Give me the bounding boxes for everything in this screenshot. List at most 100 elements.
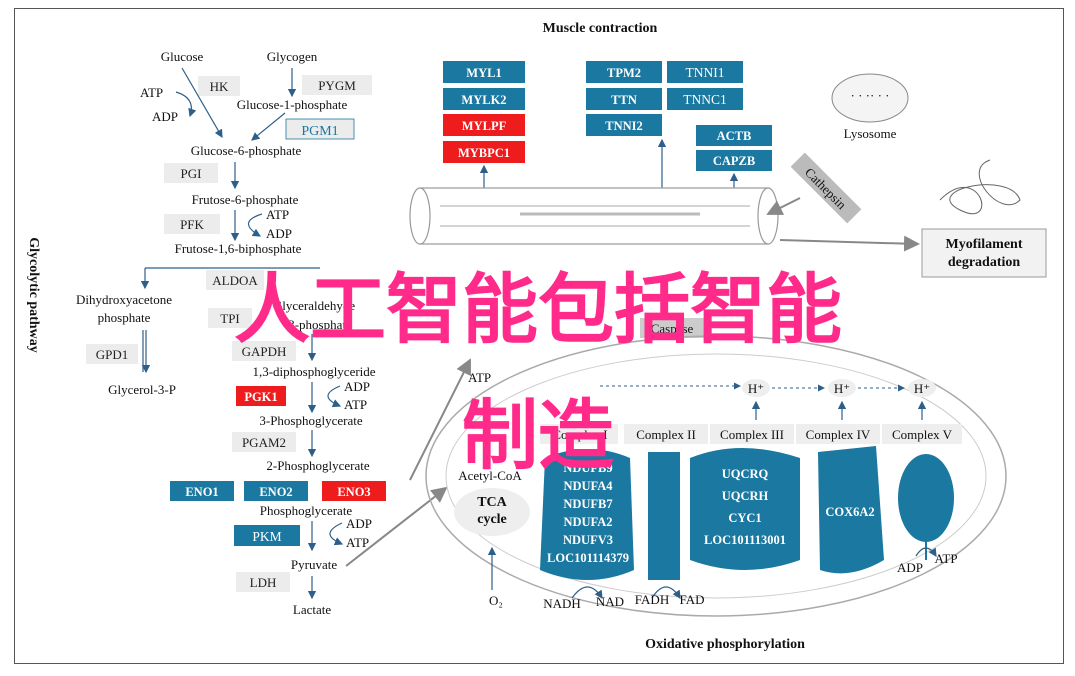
glycerol3p-label: Glycerol-3-P <box>108 382 176 397</box>
f6p-label: Frutose-6-phosphate <box>192 192 299 207</box>
eno3-box <box>322 481 386 501</box>
hplus-label-3: H⁺ <box>914 381 930 396</box>
mylk2-box <box>443 88 525 110</box>
c4-gene-1: COX6A2 <box>825 505 874 519</box>
bpg-label: 1,3-diphosphoglyceride <box>252 364 375 379</box>
oxphos-title: Oxidative phosphorylation <box>645 637 805 652</box>
pg3-label: 3-Phosphoglycerate <box>259 413 362 428</box>
mybpc1-label: MYBPC1 <box>458 146 510 160</box>
g3p-label-2: 3-phosphate <box>288 317 352 332</box>
tca-label-1: TCA <box>477 495 507 510</box>
tnni2-box <box>586 114 662 136</box>
tpi-box <box>208 308 252 328</box>
oxphos-section: ATP Acetyl-CoA TCA cycle O₂ H⁺ H⁺ H⁺ Com… <box>409 335 1007 617</box>
cathepsin-label: Cathepsin <box>802 165 850 213</box>
muscle-title: Muscle contraction <box>543 21 658 36</box>
myofilament-box <box>921 228 1047 278</box>
g6p-label: Glucose-6-phosphate <box>191 143 302 158</box>
tca-cycle-shape <box>454 488 530 536</box>
c1-gene-6: LOC101114379 <box>547 551 629 565</box>
complex2-blob <box>648 452 680 580</box>
pgi-box <box>164 163 218 183</box>
degradation-scribble-icon <box>939 159 1021 215</box>
c1-gene-4: NDUFA2 <box>563 515 612 529</box>
c3-gene-1: UQCRQ <box>722 467 769 481</box>
actb-label: ACTB <box>717 129 752 143</box>
myofilament-label-1: Myofilament <box>946 237 1023 252</box>
eno2-box <box>244 481 308 501</box>
cathepsin-tag: Cathepsin <box>790 152 862 224</box>
hplus-label-2: H⁺ <box>834 381 850 396</box>
eno1-label: ENO1 <box>185 485 218 499</box>
ttn-label: TTN <box>611 93 637 107</box>
pg2-label: 2-Phosphoglycerate <box>266 458 369 473</box>
pygm-label: PYGM <box>318 78 356 93</box>
myofilament-label-2: degradation <box>948 255 1021 270</box>
atp-label-ox: ATP <box>468 370 491 385</box>
c3-gene-4: LOC101113001 <box>704 533 786 547</box>
ttn-box <box>586 88 662 110</box>
eno1-box <box>170 481 234 501</box>
pfk-box <box>164 214 220 234</box>
complex3-blob <box>690 448 800 570</box>
mybpc1-box <box>443 141 525 163</box>
c1-gene-5: NDUFV3 <box>563 533 613 547</box>
tpi-label: TPI <box>220 311 240 326</box>
dhap-label-2: phosphate <box>98 310 151 325</box>
gapdh-box <box>232 341 296 361</box>
caspase-label: Caspase <box>651 321 694 336</box>
atp-label-2: ATP <box>266 207 289 222</box>
glycogen-label: Glycogen <box>267 49 318 64</box>
pygm-box <box>302 75 372 95</box>
complex4-label: Complex IV <box>806 427 871 442</box>
tpm2-label: TPM2 <box>607 66 641 80</box>
tnni1-label: TNNI1 <box>686 65 725 80</box>
myl1-box <box>443 61 525 83</box>
pfk-label: PFK <box>180 217 204 232</box>
mylpf-label: MYLPF <box>462 119 507 133</box>
lysosome-label: Lysosome <box>844 126 897 141</box>
pyruvate-label: Pyruvate <box>291 557 337 572</box>
adp-label-ox: ADP <box>897 560 923 575</box>
sarcomere-illustration <box>409 187 779 245</box>
pkm-box <box>234 525 300 546</box>
c3-gene-2: UQCRH <box>722 489 769 503</box>
adp-label-1: ADP <box>152 109 178 124</box>
gpd1-label: GPD1 <box>96 347 129 362</box>
watermark-overlay: 人工智能包括智能 制造 <box>234 265 842 480</box>
atp-label-ox2: ATP <box>934 551 957 566</box>
capzb-label: CAPZB <box>713 154 755 168</box>
ldh-box <box>236 572 290 592</box>
c3-gene-3: CYC1 <box>728 511 761 525</box>
fadh-label: FADH <box>635 592 669 607</box>
lysosome-dots: · · ·· · · <box>851 88 890 103</box>
complex1-blob <box>540 449 634 580</box>
gpd1-box <box>86 344 138 364</box>
adp-label-2: ADP <box>266 226 292 241</box>
atp-label-4: ATP <box>346 535 369 550</box>
capzb-box <box>696 150 772 171</box>
mylpf-box <box>443 114 525 136</box>
tnni1-box <box>667 61 743 83</box>
f16bp-label: Frutose-1,6-biphosphate <box>175 241 302 256</box>
complex5-blob <box>898 454 954 542</box>
pgk1-label: PGK1 <box>244 390 277 404</box>
complex1-label: Complex I <box>552 427 607 442</box>
complex4-blob <box>818 446 884 574</box>
pkm-label: PKM <box>252 529 281 544</box>
gapdh-label: GAPDH <box>242 344 287 359</box>
atp-label-1: ATP <box>140 85 163 100</box>
pgm1-box <box>285 118 355 140</box>
g3p-label-1: Glyceraldehyde <box>273 298 356 313</box>
glucose-label: Glucose <box>161 49 204 64</box>
atp-label-3: ATP <box>344 397 367 412</box>
eno2-label: ENO2 <box>259 485 292 499</box>
aldoa-label: ALDOA <box>212 273 258 288</box>
aldoa-box <box>206 270 264 290</box>
complex3-label: Complex III <box>720 427 784 442</box>
pep-label: Phosphoglycerate <box>260 503 353 518</box>
pgam2-box <box>232 432 296 452</box>
hk-label: HK <box>210 79 229 94</box>
watermark-line-2: 制造 <box>462 391 614 480</box>
nad-label: NAD <box>596 594 624 609</box>
